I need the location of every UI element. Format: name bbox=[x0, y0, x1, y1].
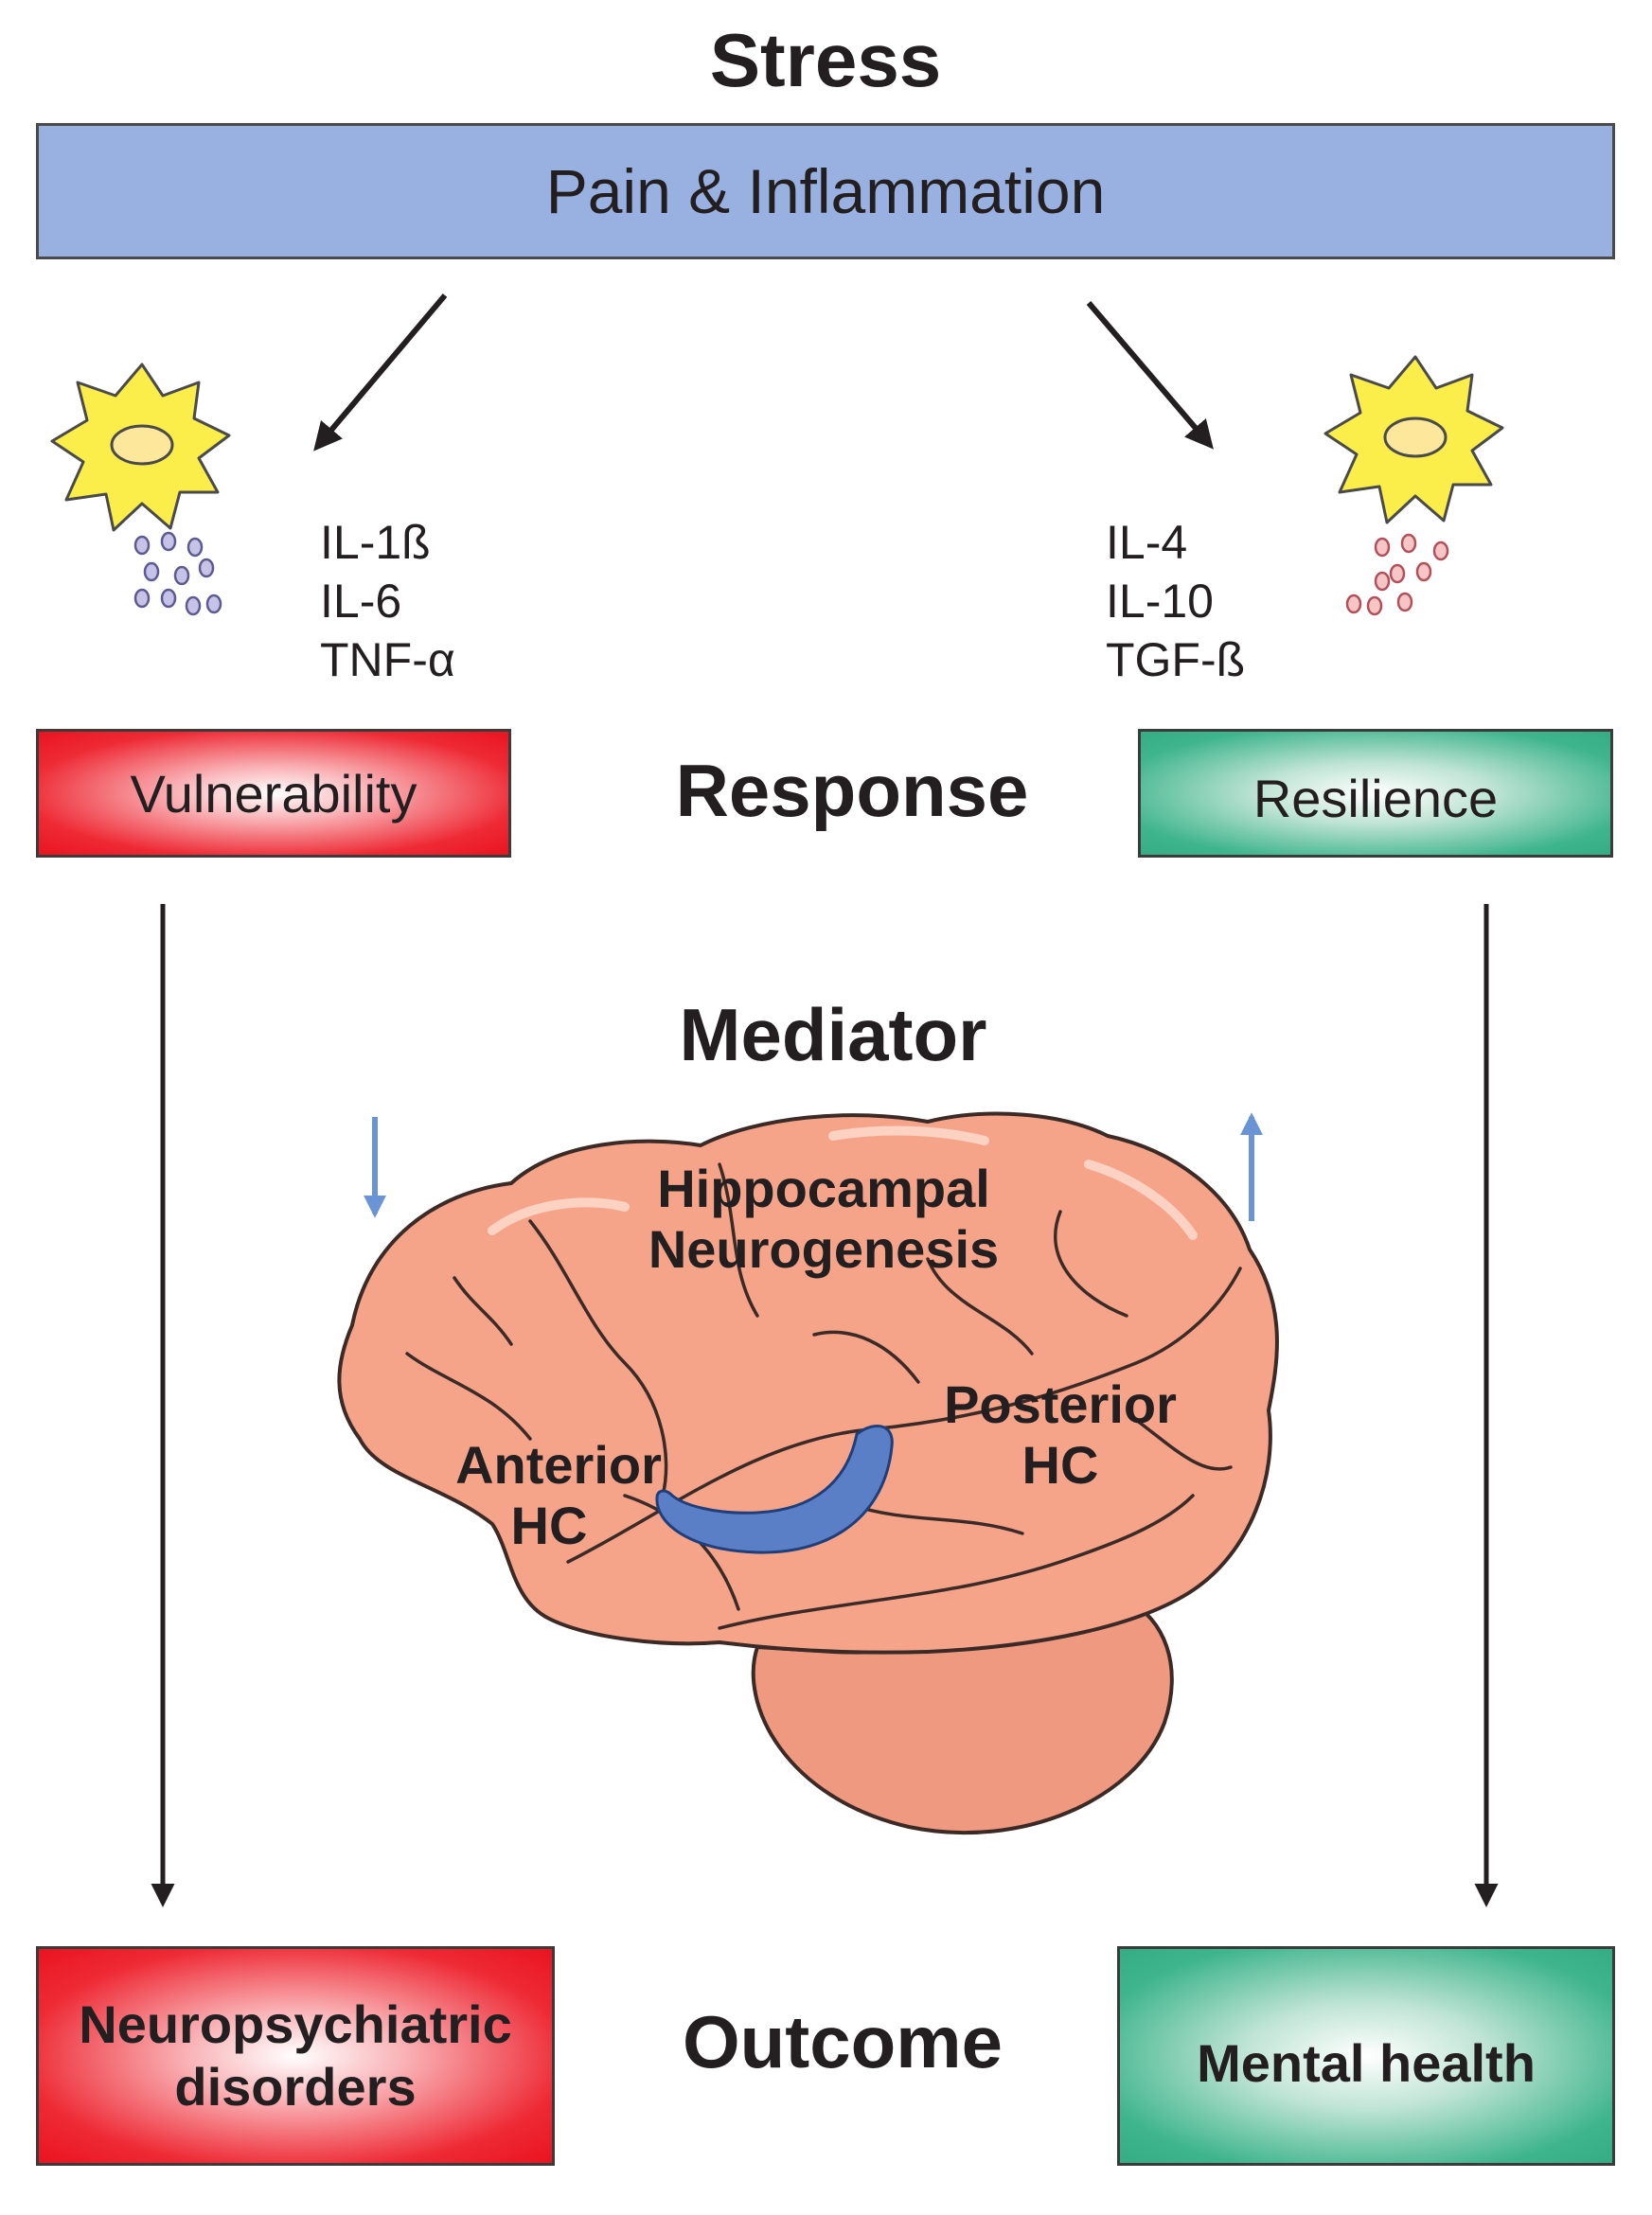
cytokine-il4: IL-4 bbox=[1106, 516, 1188, 569]
disorders-label-line1: Neuropsychiatric bbox=[79, 1994, 512, 2054]
cytokine-dots-right-icon bbox=[1345, 533, 1449, 616]
label-posterior: Posterior bbox=[944, 1374, 1177, 1434]
banner-label: Pain & Inflammation bbox=[545, 156, 1106, 226]
arrow-to-antiinflammatory bbox=[1086, 301, 1214, 450]
cytokine-il6: IL-6 bbox=[320, 575, 402, 628]
stage-label-outcome: Outcome bbox=[682, 2000, 1004, 2083]
label-posterior-hc: Posterior HC bbox=[918, 1374, 1202, 1496]
label-anterior: Anterior bbox=[455, 1435, 662, 1495]
label-posterior-hc-abbrev: HC bbox=[1021, 1435, 1099, 1495]
brain-illustration bbox=[337, 1111, 1279, 1835]
label-anterior-hc-abbrev: HC bbox=[510, 1496, 588, 1555]
arrow-to-proinflammatory bbox=[313, 293, 448, 452]
cerebrum bbox=[337, 1111, 1279, 1655]
label-hippocampal-neurogenesis: Hippocampal Neurogenesis bbox=[606, 1159, 1041, 1280]
hippocampus-region bbox=[655, 1425, 894, 1554]
neuropsychiatric-disorders-box: Neuropsychiatric disorders bbox=[36, 1946, 555, 2166]
resilience-box: Resilience bbox=[1138, 729, 1613, 858]
label-hippocampal: Hippocampal bbox=[657, 1159, 990, 1218]
microglia-cell-left-icon bbox=[50, 363, 231, 532]
vulnerability-label: Vulnerability bbox=[130, 763, 417, 824]
title-stress: Stress bbox=[709, 18, 942, 102]
cytokine-tnfa: TNF-α bbox=[320, 633, 455, 686]
cytokine-dots-left-icon bbox=[133, 531, 222, 616]
cytokine-list-left: IL-1ß IL-6 TNF-α bbox=[320, 513, 455, 689]
microglia-cell-right-icon bbox=[1323, 355, 1504, 524]
label-neurogenesis: Neurogenesis bbox=[648, 1219, 1000, 1279]
mental-health-box: Mental health bbox=[1117, 1946, 1615, 2166]
mental-health-label: Mental health bbox=[1197, 2032, 1536, 2093]
cytokine-list-right: IL-4 IL-10 TGF-ß bbox=[1106, 513, 1245, 689]
resilience-label: Resilience bbox=[1252, 768, 1499, 828]
cytokine-il1b: IL-1ß bbox=[320, 516, 431, 569]
label-anterior-hc: Anterior HC bbox=[435, 1435, 682, 1556]
disorders-label-line2: disorders bbox=[174, 2057, 417, 2117]
banner-pain-inflammation: Pain & Inflammation bbox=[36, 123, 1615, 259]
stage-label-mediator: Mediator bbox=[679, 993, 987, 1076]
stage-label-response: Response bbox=[675, 749, 1029, 832]
cytokine-il10: IL-10 bbox=[1106, 575, 1214, 628]
cytokine-tgfb: TGF-ß bbox=[1106, 633, 1246, 686]
vulnerability-box: Vulnerability bbox=[36, 729, 511, 858]
